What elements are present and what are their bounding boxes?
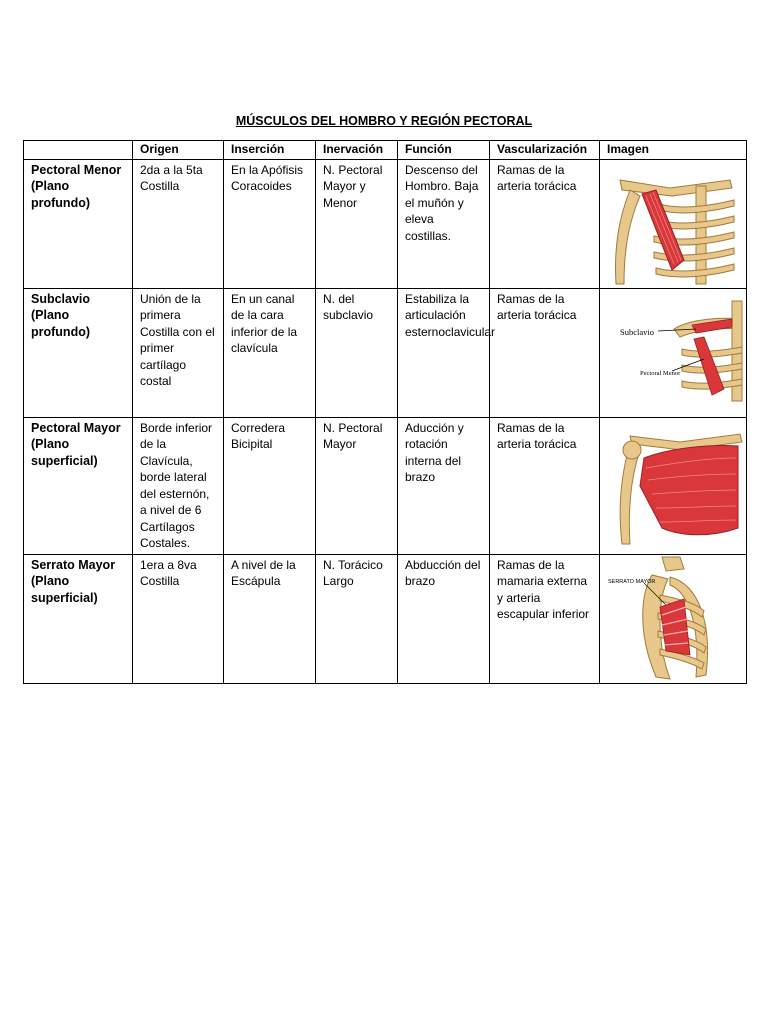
cell-insercion: En un canal de la cara inferior de la cl… bbox=[223, 287, 316, 418]
table-row: Pectoral Menor (Plano profundo) 2da a la… bbox=[23, 158, 747, 289]
cell-inervacion: N. Torácico Largo bbox=[315, 553, 398, 684]
cell-insercion: A nivel de la Escápula bbox=[223, 553, 316, 684]
cell-funcion: Descenso del Hombro. Baja el muñón y ele… bbox=[397, 158, 490, 289]
header-inervacion: Inervación bbox=[315, 140, 398, 160]
cell-vascularizacion: Ramas de la arteria torácica bbox=[489, 416, 600, 555]
cell-insercion: En la Apófisis Coracoides bbox=[223, 158, 316, 289]
cell-imagen bbox=[599, 416, 747, 555]
muscle-name: Serrato Mayor (Plano superficial) bbox=[23, 553, 133, 684]
cell-vascularizacion: Ramas de la arteria torácica bbox=[489, 287, 600, 418]
muscle-name: Subclavio (Plano profundo) bbox=[23, 287, 133, 418]
table-header-row: Origen Inserción Inervación Función Vasc… bbox=[23, 140, 747, 160]
cell-funcion: Abducción del brazo bbox=[397, 553, 490, 684]
header-insercion: Inserción bbox=[223, 140, 316, 160]
cell-inervacion: N. del subclavio bbox=[315, 287, 398, 418]
cell-origen: Borde inferior de la Clavícula, borde la… bbox=[132, 416, 224, 555]
cell-origen: 1era a 8va Costilla bbox=[132, 553, 224, 684]
table-row: Serrato Mayor (Plano superficial) 1era a… bbox=[23, 553, 747, 684]
pectoral-menor-muscle bbox=[693, 336, 725, 396]
image-label-serrato-mayor: SERRATO MAYOR bbox=[608, 579, 655, 585]
pectoral-menor-illustration bbox=[615, 178, 735, 284]
cell-vascularizacion: Ramas de la mamaria externa y arteria es… bbox=[489, 553, 600, 684]
pectoral-mayor-muscle bbox=[639, 444, 739, 535]
subclavio-muscle bbox=[691, 318, 733, 333]
table-row: Pectoral Mayor (Plano superficial) Borde… bbox=[23, 416, 747, 555]
cell-origen: 2da a la 5ta Costilla bbox=[132, 158, 224, 289]
cell-inervacion: N. Pectoral Mayor bbox=[315, 416, 398, 555]
cell-inervacion: N. Pectoral Mayor y Menor bbox=[315, 158, 398, 289]
muscle-table: Origen Inserción Inervación Función Vasc… bbox=[23, 140, 747, 684]
image-label-subclavio: Subclavio bbox=[620, 327, 654, 337]
cell-insercion: Corredera Bicipital bbox=[223, 416, 316, 555]
image-label-pectoral-menor: Pectoral Menor bbox=[640, 370, 681, 377]
table-row: Subclavio (Plano profundo) Unión de la p… bbox=[23, 287, 747, 418]
pectoral-mayor-illustration bbox=[619, 432, 743, 544]
cell-vascularizacion: Ramas de la arteria torácica bbox=[489, 158, 600, 289]
cell-funcion: Estabiliza la articulación esternoclavic… bbox=[397, 287, 495, 418]
cell-imagen: Subclavio Pectoral Menor bbox=[599, 287, 747, 418]
cell-origen: Unión de la primera Costilla con el prim… bbox=[132, 287, 224, 418]
cell-imagen: SERRATO MAYOR bbox=[599, 553, 747, 684]
page-title: MÚSCULOS DEL HOMBRO Y REGIÓN PECTORAL bbox=[235, 114, 533, 128]
header-origen: Origen bbox=[132, 140, 224, 160]
header-empty bbox=[23, 140, 133, 160]
header-funcion: Función bbox=[397, 140, 490, 160]
muscle-name: Pectoral Mayor (Plano superficial) bbox=[23, 416, 133, 555]
cell-funcion: Aducción y rotación interna del brazo bbox=[397, 416, 490, 555]
subclavio-illustration: Subclavio Pectoral Menor bbox=[620, 300, 743, 401]
muscle-name: Pectoral Menor (Plano profundo) bbox=[23, 158, 133, 289]
serrato-mayor-illustration: SERRATO MAYOR bbox=[608, 556, 708, 680]
header-imagen: Imagen bbox=[599, 140, 747, 160]
header-vascularizacion: Vascularización bbox=[489, 140, 600, 160]
pectoral-menor-muscle bbox=[641, 188, 685, 271]
cell-imagen bbox=[599, 158, 747, 289]
